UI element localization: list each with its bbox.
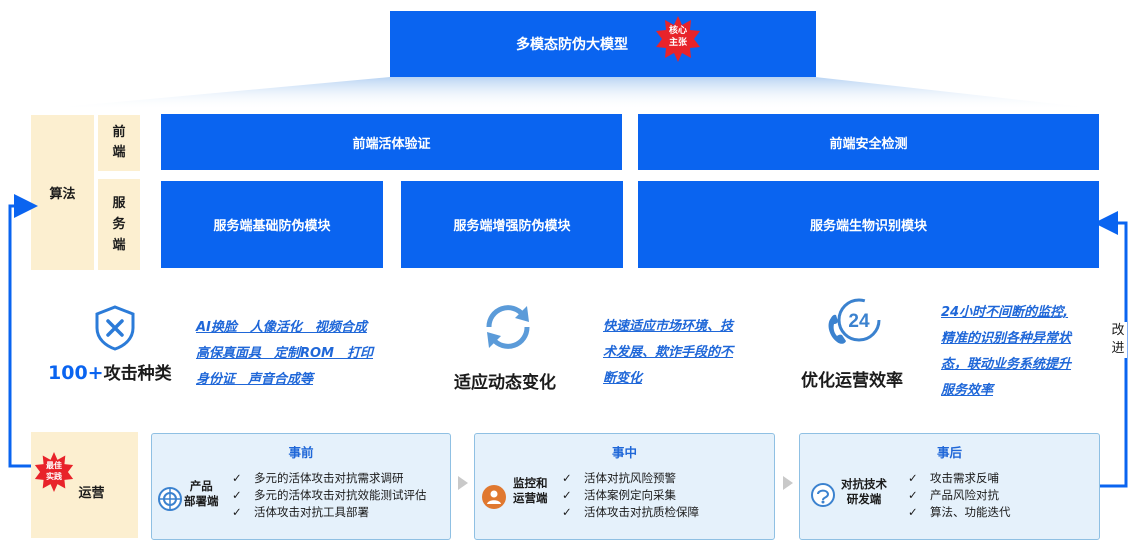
adapt-change-title: 适应动态变化 <box>454 373 556 393</box>
phase-before: 事前 产品 部署端 ✓多元的活体攻击对抗需求调研 ✓多元的活体攻击对抗效能测试评… <box>151 433 451 540</box>
list-item: ✓活体攻击对抗工具部署 <box>232 505 369 519</box>
phase-after-items: ✓攻击需求反哺 ✓产品风险对抗 ✓算法、功能迭代 <box>908 470 1011 521</box>
core-badge: 核心 主张 <box>655 16 701 62</box>
top-model-title: 多模态防伪大模型 <box>516 37 628 53</box>
24h-service-icon: 24 <box>828 298 881 344</box>
list-item: ✓攻击需求反哺 <box>908 471 999 485</box>
list-item: ✓产品风险对抗 <box>908 488 999 502</box>
front-end-label: 前 端 <box>98 115 140 171</box>
core-badge-text: 核心 主张 <box>668 26 687 48</box>
chevron-right-icon <box>783 476 793 490</box>
refresh-cycle-icon <box>486 305 530 349</box>
top-model-box: 多模态防伪大模型 <box>390 11 816 77</box>
starburst-icon <box>34 452 74 492</box>
front-security-box: 前端安全检测 <box>638 114 1099 170</box>
attack-count: 100+ <box>48 362 104 384</box>
check-icon: ✓ <box>908 488 918 502</box>
list-item: ✓活体攻击对抗质检保障 <box>562 505 699 519</box>
improve-label: 改 进 <box>1109 322 1127 358</box>
research-icon <box>811 483 835 507</box>
check-icon: ✓ <box>908 471 918 485</box>
target-icon <box>158 487 182 511</box>
phase-after-title: 事后 <box>936 445 962 460</box>
svg-text:24: 24 <box>848 311 870 332</box>
best-practice-text: 最佳 实践 <box>46 461 62 481</box>
check-icon: ✓ <box>562 488 572 502</box>
monitor-person-icon <box>482 485 506 509</box>
phase-during-title: 事中 <box>611 445 637 460</box>
list-item: ✓算法、功能迭代 <box>908 505 1011 519</box>
check-icon: ✓ <box>562 471 572 485</box>
adapt-change-desc: 快速适应市场环境、技 术发展、欺诈手段的不 断变化 <box>603 319 734 386</box>
ops-efficiency-desc: 24小时不间断的监控, 精准的识别各种异常状 态，联动业务系统提升 服务效率 <box>941 305 1072 398</box>
shield-x-icon <box>95 305 135 351</box>
phase-during-role: 监控和 运营端 <box>513 476 548 505</box>
server-end-label: 服 务 端 <box>98 179 140 270</box>
phase-before-items: ✓多元的活体攻击对抗需求调研 ✓多元的活体攻击对抗效能测试评估 ✓活体攻击对抗工… <box>232 470 427 521</box>
phase-before-role: 产品 部署端 <box>184 479 219 508</box>
chevron-right-icon <box>458 476 468 490</box>
best-practice-badge: 最佳 实践 <box>34 452 74 492</box>
server-enhanced-box: 服务端增强防伪模块 <box>401 181 623 268</box>
attack-types-title: 100+攻击种类 <box>48 362 172 384</box>
check-icon: ✓ <box>908 505 918 519</box>
phase-during-items: ✓活体对抗风险预警 ✓活体案例定向采集 ✓活体攻击对抗质检保障 <box>562 470 699 521</box>
check-icon: ✓ <box>562 505 572 519</box>
top-gradient-fan <box>30 77 1110 110</box>
phase-after-role: 对抗技术 研发端 <box>841 477 887 506</box>
list-item: ✓多元的活体攻击对抗需求调研 <box>232 471 404 485</box>
phase-during: 事中 监控和 运营端 ✓活体对抗风险预警 ✓活体案例定向采集 ✓活体攻击对抗质检… <box>474 433 775 540</box>
list-item: ✓多元的活体攻击对抗效能测试评估 <box>232 488 427 502</box>
check-icon: ✓ <box>232 488 242 502</box>
list-item: ✓活体对抗风险预警 <box>562 471 676 485</box>
phase-before-title: 事前 <box>288 445 314 460</box>
server-biometric-box: 服务端生物识别模块 <box>638 181 1099 268</box>
list-item: ✓活体案例定向采集 <box>562 488 676 502</box>
ops-efficiency-title: 优化运营效率 <box>801 371 903 391</box>
algorithm-label: 算法 <box>31 115 94 270</box>
phase-after: 事后 对抗技术 研发端 ✓攻击需求反哺 ✓产品风险对抗 ✓算法、功能迭代 <box>799 433 1100 540</box>
check-icon: ✓ <box>232 505 242 519</box>
starburst-icon <box>656 16 700 62</box>
attack-types-desc: AI换脸 人像活化 视频合成 高保真面具 定制ROM 打印 身份证 声音合成等 <box>196 320 373 387</box>
front-liveness-box: 前端活体验证 <box>161 114 622 170</box>
check-icon: ✓ <box>232 471 242 485</box>
server-basic-box: 服务端基础防伪模块 <box>161 181 383 268</box>
